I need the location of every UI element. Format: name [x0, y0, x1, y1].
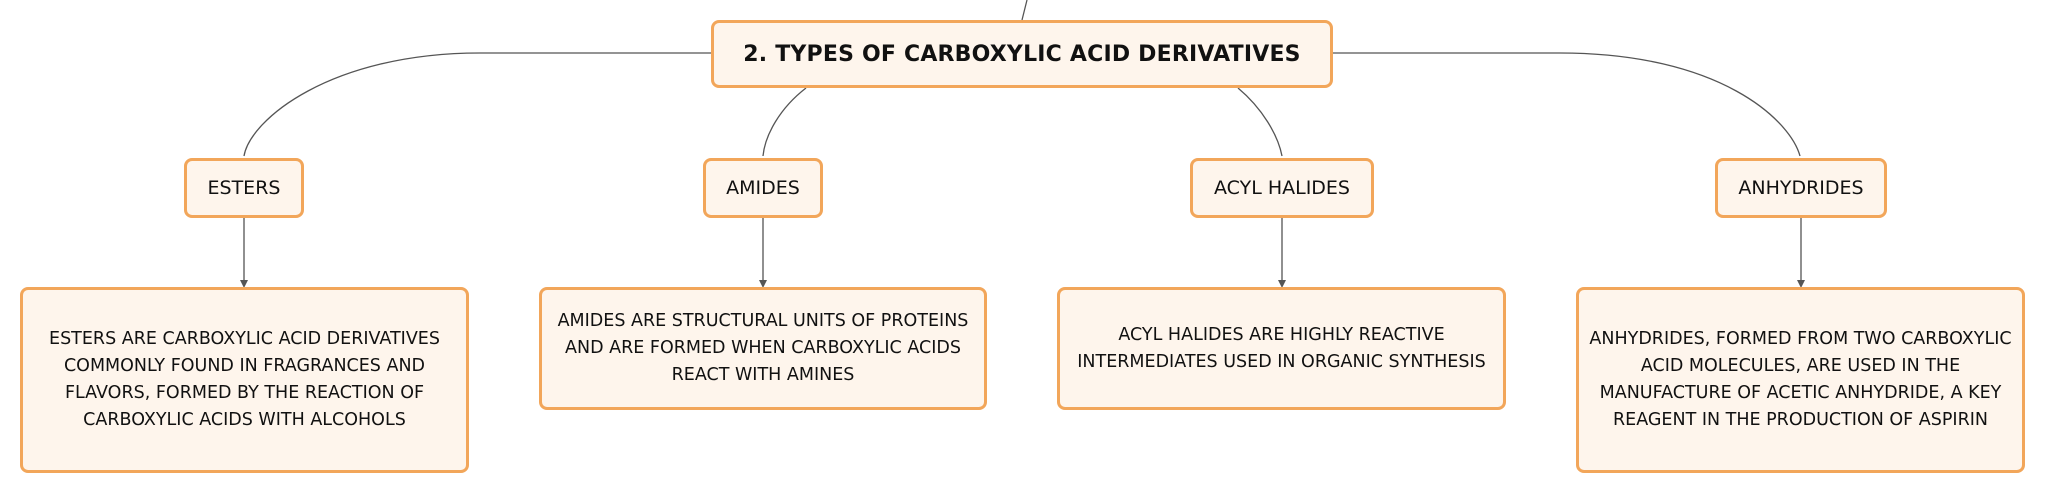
topic-label-anhydrides: ANHYDRIDES: [1738, 177, 1864, 199]
description-node-acyl-halides[interactable]: ACYL HALIDES ARE HIGHLY REACTIVE INTERME…: [1057, 287, 1506, 410]
connector-parent: [1021, 0, 1028, 21]
main-topic-node[interactable]: 2. TYPES OF CARBOXYLIC ACID DERIVATIVES: [711, 20, 1333, 88]
connector-main-to-anhydrides: [1333, 52, 1801, 157]
description-text-acyl-halides: ACYL HALIDES ARE HIGHLY REACTIVE INTERME…: [1077, 324, 1486, 372]
topic-node-acyl-halides[interactable]: ACYL HALIDES: [1190, 158, 1374, 218]
description-node-anhydrides[interactable]: ANHYDRIDES, FORMED FROM TWO CARBOXYLIC A…: [1576, 287, 2025, 473]
connector-main-to-esters: [243, 52, 711, 157]
topic-node-esters[interactable]: ESTERS: [184, 158, 304, 218]
topic-label-acyl-halides: ACYL HALIDES: [1214, 177, 1350, 199]
connector-main-to-acyl-halides: [1237, 87, 1283, 157]
topic-label-esters: ESTERS: [207, 177, 281, 199]
topic-label-amides: AMIDES: [726, 177, 800, 199]
connector-main-to-amides: [762, 87, 807, 157]
main-topic-title: 2. TYPES OF CARBOXYLIC ACID DERIVATIVES: [743, 41, 1301, 67]
topic-node-anhydrides[interactable]: ANHYDRIDES: [1715, 158, 1887, 218]
description-text-amides: AMIDES ARE STRUCTURAL UNITS OF PROTEINS …: [557, 311, 969, 385]
description-text-esters: ESTERS ARE CARBOXYLIC ACID DERIVATIVES C…: [49, 329, 440, 430]
description-node-esters[interactable]: ESTERS ARE CARBOXYLIC ACID DERIVATIVES C…: [20, 287, 469, 473]
topic-node-amides[interactable]: AMIDES: [703, 158, 823, 218]
description-text-anhydrides: ANHYDRIDES, FORMED FROM TWO CARBOXYLIC A…: [1589, 329, 2012, 430]
description-node-amides[interactable]: AMIDES ARE STRUCTURAL UNITS OF PROTEINS …: [539, 287, 987, 410]
